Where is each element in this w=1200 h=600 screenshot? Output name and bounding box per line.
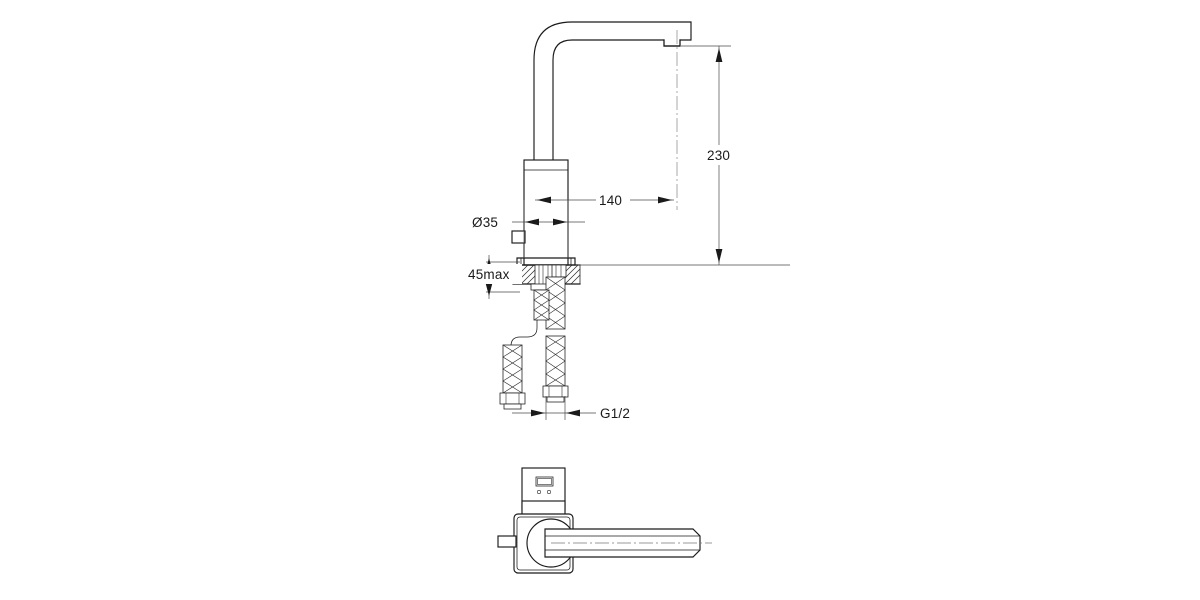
braid-pattern-left (502, 344, 523, 394)
dim-d35-text-mask (469, 212, 511, 232)
hose-routing-bend (510, 319, 538, 353)
sensor-window (511, 230, 526, 244)
indicator-dot-right (546, 489, 551, 494)
hose-end-left (503, 403, 522, 410)
plan-view (497, 467, 712, 574)
dim-45-text-mask (466, 264, 522, 284)
hose-nut-right (542, 385, 569, 398)
braid-pattern-lower-right (545, 335, 566, 387)
braid-pattern-stub-left (533, 289, 550, 321)
arrow-45-bottom (485, 284, 493, 296)
braided-hose-cold (542, 276, 569, 403)
dimension-thread-g12: G1/2 (512, 396, 642, 423)
arrow-140-left (537, 196, 551, 204)
valve-block (551, 264, 567, 278)
dimension-annotations: 230 140 Ø35 (466, 45, 790, 423)
dim-140-text-mask (596, 190, 630, 210)
display-window (535, 476, 554, 487)
arrow-g12-right (566, 409, 580, 417)
aerator-outlet (663, 39, 681, 47)
dimension-label-reach: 140 (599, 193, 622, 208)
side-lever (497, 535, 517, 548)
arrow-d35-inner-right (553, 218, 567, 226)
hose-nut-left (499, 392, 526, 405)
indicator-dot-left (536, 489, 541, 494)
dimension-label-diameter: Ø35 (472, 215, 498, 230)
display-window-inner (537, 478, 552, 485)
spout-arm-outline (533, 21, 692, 161)
dimension-label-thread: G1/2 (600, 406, 630, 421)
dim-g12-text-mask (598, 403, 642, 423)
hose-braid-lower-right (545, 335, 566, 387)
dim-230-text-mask (704, 145, 736, 165)
braided-hose-hot (499, 289, 550, 410)
dimension-deck-45max: 45max (466, 255, 522, 299)
arrow-230-bottom (715, 249, 723, 263)
dimension-diameter-35: Ø35 (469, 200, 585, 258)
dimension-reach-140: 140 (535, 190, 674, 210)
arrow-d35-inner-left (525, 218, 539, 226)
dimension-label-deck-thickness: 45max (468, 267, 510, 282)
hose-end-right (546, 396, 565, 403)
elevation-view (499, 21, 692, 410)
dimension-height-230: 230 (578, 45, 790, 266)
arrow-140-right (658, 196, 672, 204)
hose-braid-left (502, 344, 523, 394)
cylindrical-body (523, 159, 569, 266)
dimension-label-height: 230 (707, 148, 730, 163)
arrow-g12-left (531, 409, 545, 417)
arrow-230-top (715, 48, 723, 62)
